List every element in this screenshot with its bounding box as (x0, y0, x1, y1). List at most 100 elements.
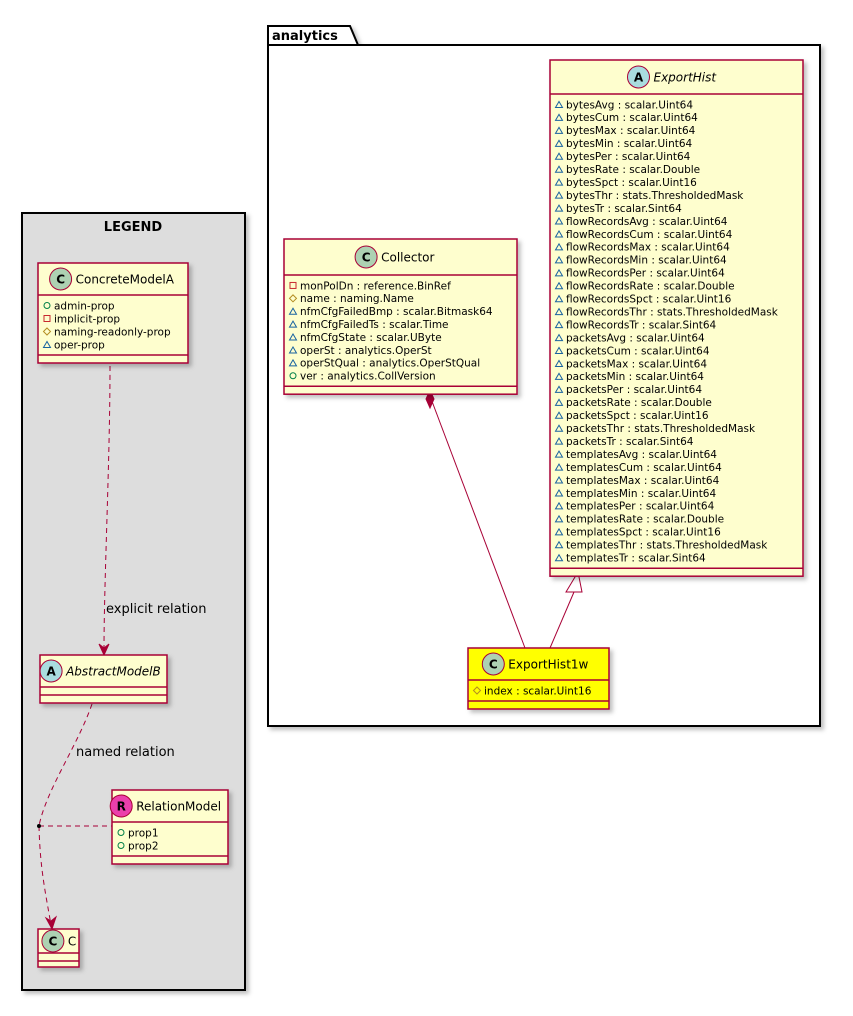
export-hist-class-badge-icon (627, 65, 650, 89)
concrete-model-a-class-attr-0-visibility-icon (43, 302, 51, 309)
inheritance-relation (549, 570, 583, 649)
export-hist-class-attr-16-visibility-icon (554, 307, 564, 316)
export-hist-class-attr-22-visibility-icon (554, 385, 564, 393)
collector-class-badge-letter: C (362, 251, 371, 265)
export-hist-class-attr-22: packetsPer : scalar.Uint64 (566, 384, 702, 396)
abstract-model-b-class-badge-letter: A (46, 665, 56, 679)
relation-model-class-attr-1: prop2 (128, 840, 159, 852)
export-hist-class-attr-21-visibility-icon (554, 372, 564, 380)
export-hist-class-attr-28: templatesCum : scalar.Uint64 (566, 462, 722, 474)
explicit-relation-label: explicit relation (106, 602, 206, 617)
export-hist-class-attr-1-visibility-icon (554, 113, 564, 121)
collector-class-badge-icon (354, 245, 378, 269)
collector-class-attr-1-visibility-icon (288, 294, 298, 303)
export-hist-class-attr-0-visibility-icon (554, 100, 564, 108)
export-hist-class-attr-9: flowRecordsAvg : scalar.Uint64 (566, 216, 728, 228)
export-hist-class-attr-3: bytesMin : scalar.Uint64 (566, 138, 693, 150)
export-hist-1w-class-attr-0-visibility-icon (472, 686, 482, 695)
collector-class-attr-6-visibility-icon (288, 358, 298, 367)
collector-class-attr-7: ver : analytics.CollVersion (300, 371, 436, 383)
collector-class-attr-4-visibility-icon (288, 333, 298, 341)
export-hist-class-attr-16: flowRecordsThr : stats.ThresholdedMask (566, 306, 779, 318)
relation-model-class-attr-0: prop1 (128, 827, 159, 839)
relation-model-class-badge-icon (109, 794, 133, 818)
export-hist-class-attr-35-visibility-icon (554, 553, 564, 562)
export-hist-class-attr-8: bytesTr : scalar.Sint64 (566, 203, 682, 215)
export-hist-class-attr-10: flowRecordsCum : scalar.Uint64 (566, 229, 733, 241)
collector-class-attr-4: nfmCfgState : scalar.UByte (300, 332, 442, 344)
export-hist-class-attr-11-visibility-icon (554, 242, 564, 251)
concrete-model-a-class-badge-letter: C (56, 273, 65, 287)
export-hist-class-attr-13: flowRecordsPer : scalar.Uint64 (566, 268, 725, 280)
concrete-model-a-class-attr-1: implicit-prop (54, 313, 120, 325)
export-hist-class-attr-4: bytesPer : scalar.Uint64 (566, 151, 691, 163)
relation-model-class-attr-0-visibility-icon (117, 829, 125, 836)
export-hist-1w-class-name: ExportHist1w (508, 658, 588, 672)
export-hist-class-attr-17: flowRecordsTr : scalar.Sint64 (566, 319, 717, 331)
export-hist-class-attr-19-visibility-icon (554, 346, 564, 355)
export-hist-class-attr-4-visibility-icon (554, 152, 564, 160)
export-hist-class-badge-letter: A (634, 71, 644, 85)
named-relation-label: named relation (76, 745, 175, 760)
export-hist-class-attr-6: bytesSpct : scalar.Uint16 (566, 177, 697, 189)
export-hist-class-attr-7-visibility-icon (554, 191, 564, 199)
collector-class-attr-5: operSt : analytics.OperSt (300, 345, 432, 357)
export-hist-class-attr-25-visibility-icon (554, 424, 564, 432)
export-hist-class-attr-31-visibility-icon (554, 501, 564, 510)
collector-class-attr-7-visibility-icon (289, 372, 297, 380)
export-hist-class-attr-21: packetsMin : scalar.Uint64 (566, 371, 704, 383)
concrete-model-a-class-attr-3: oper-prop (54, 339, 105, 351)
export-hist-1w-class-attr-0: index : scalar.Uint16 (484, 685, 592, 697)
export-hist-class-attr-25: packetsThr : stats.ThresholdedMask (566, 423, 756, 435)
collector-class-attr-5-visibility-icon (288, 345, 298, 354)
export-hist-class-attr-10-visibility-icon (554, 229, 564, 238)
export-hist-class-attr-31: templatesPer : scalar.Uint64 (566, 501, 715, 513)
export-hist-class-attr-12: flowRecordsMin : scalar.Uint64 (566, 255, 727, 267)
export-hist-class-attr-23-visibility-icon (554, 398, 564, 406)
export-hist-class-attr-34-visibility-icon (554, 540, 564, 549)
c-class-name: C (68, 935, 76, 949)
collector-class-attr-6: operStQual : analytics.OperStQual (300, 358, 480, 370)
collector-class-attr-0: monPolDn : reference.BinRef (300, 280, 451, 292)
export-hist-class-attr-33-visibility-icon (554, 527, 564, 536)
export-hist-class-attr-15: flowRecordsSpct : scalar.Uint16 (566, 294, 732, 306)
export-hist-class-attr-5: bytesRate : scalar.Double (566, 164, 700, 176)
concrete-model-a-class-attr-2: naming-readonly-prop (54, 326, 171, 338)
relation-model-class-attr-1-visibility-icon (117, 842, 125, 849)
export-hist-class-attr-18: packetsAvg : scalar.Uint64 (566, 332, 705, 344)
export-hist-class-attr-3-visibility-icon (554, 139, 564, 147)
export-hist-class-name: ExportHist (654, 71, 718, 85)
concrete-model-a-class-attr-2-visibility-icon (42, 327, 52, 336)
export-hist-class-attr-29-visibility-icon (554, 476, 564, 484)
export-hist-class-attr-13-visibility-icon (554, 268, 564, 277)
export-hist-class-attr-11: flowRecordsMax : scalar.Uint64 (566, 242, 730, 254)
relation-model-class-name: RelationModel (136, 800, 221, 814)
export-hist-class-attr-26: packetsTr : scalar.Sint64 (566, 436, 694, 448)
export-hist-class-attr-15-visibility-icon (554, 294, 564, 303)
collector-class-attr-2-visibility-icon (288, 307, 298, 315)
relation-model-class-badge-letter: R (117, 800, 126, 814)
export-hist-class-attr-12-visibility-icon (554, 255, 564, 264)
collector-class-attr-0-visibility-icon (289, 281, 297, 289)
export-hist-class-attr-19: packetsCum : scalar.Uint64 (566, 345, 710, 357)
export-hist-1w-class-badge-icon (481, 652, 505, 676)
export-hist-class-attr-34: templatesThr : stats.ThresholdedMask (566, 540, 768, 552)
collector-class-attr-2: nfmCfgFailedBmp : scalar.Bitmask64 (300, 306, 493, 318)
export-hist-class-attr-5-visibility-icon (554, 165, 564, 173)
export-hist-class-attr-28-visibility-icon (554, 463, 564, 471)
export-hist-class-attr-24-visibility-icon (554, 411, 564, 419)
collector-class-attr-3-visibility-icon (288, 320, 298, 328)
export-hist-class-attr-24: packetsSpct : scalar.Uint16 (566, 410, 709, 422)
export-hist-class-attr-29: templatesMax : scalar.Uint64 (566, 475, 720, 487)
c-class-badge-icon (41, 929, 65, 953)
export-hist-class-attr-2-visibility-icon (554, 126, 564, 134)
